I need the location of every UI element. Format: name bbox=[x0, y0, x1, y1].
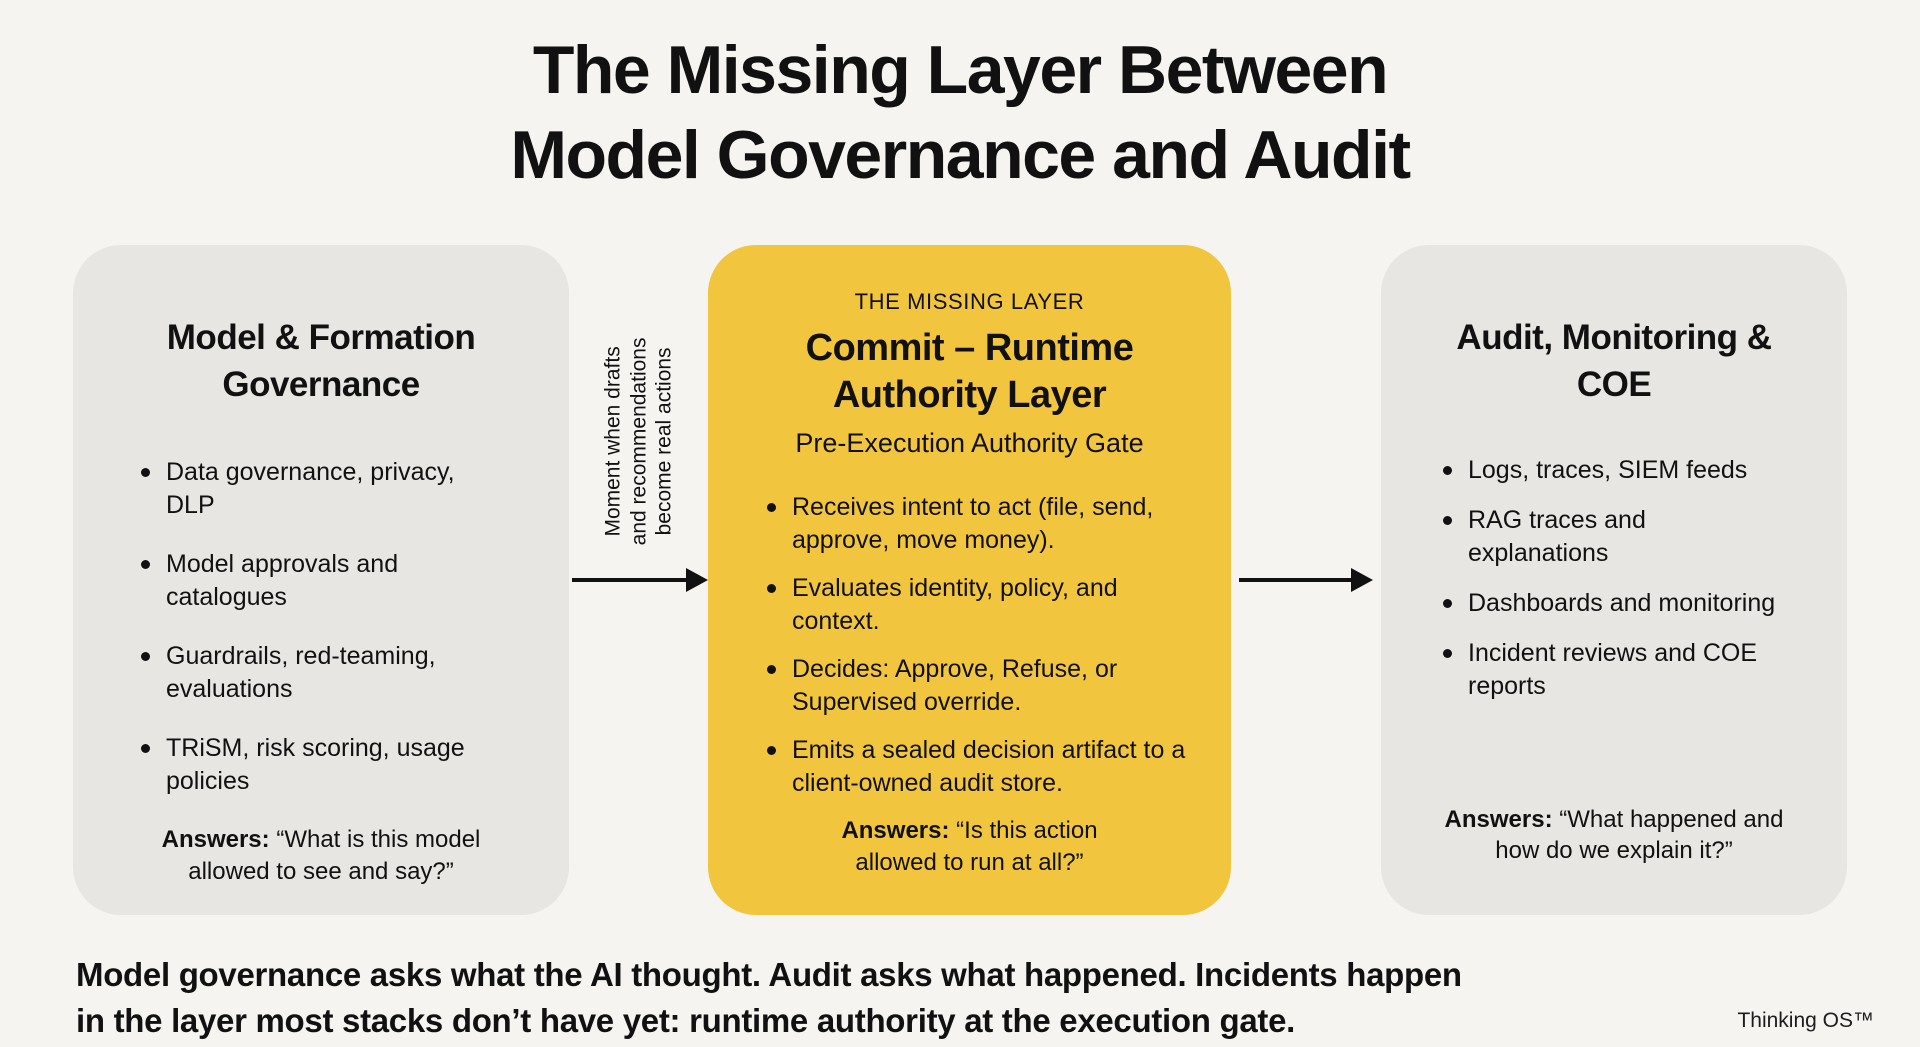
connector-right bbox=[1231, 245, 1381, 915]
missing-layer-eyebrow: THE MISSING LAYER bbox=[854, 289, 1085, 314]
panel-commit-runtime-authority: THE MISSING LAYER Commit – Runtime Autho… bbox=[708, 245, 1231, 915]
bullet-item: Evaluates identity, policy, and context. bbox=[765, 572, 1205, 638]
page-title: The Missing Layer Between Model Governan… bbox=[0, 0, 1920, 198]
panel-commit-runtime-authority-title: Commit – Runtime Authority Layer bbox=[805, 327, 1134, 417]
answers-label: Answers: bbox=[841, 817, 950, 845]
connector-left-label: Moment when drafts and recommendations b… bbox=[601, 337, 676, 546]
panel-model-governance-title: Model & Formation Governance bbox=[166, 318, 476, 404]
answers-text: “What is this model allowed to see and s… bbox=[188, 826, 481, 885]
page-title-line-2: Model Governance and Audit bbox=[510, 117, 1411, 193]
footer-line-1: Model governance asks what the AI though… bbox=[76, 956, 1462, 993]
bullet-item: TRiSM, risk scoring, usage policies bbox=[139, 732, 501, 798]
brand-mark: Thinking OS™ bbox=[1737, 1009, 1874, 1032]
answers-text: “What happened and how do we explain it?… bbox=[1495, 805, 1784, 865]
arrow-shaft bbox=[1239, 578, 1355, 582]
panel-model-governance-answers: Answers: “What is this model allowed to … bbox=[121, 824, 521, 887]
diagram-row: Model & Formation Governance Data govern… bbox=[73, 245, 1847, 915]
answers-label: Answers: bbox=[161, 826, 270, 854]
bullet-item: Logs, traces, SIEM feeds bbox=[1441, 454, 1793, 487]
panel-commit-runtime-authority-answers: Answers: “Is this action allowed to run … bbox=[800, 815, 1140, 878]
bullet-item: Model approvals and catalogues bbox=[139, 548, 501, 614]
arrow-shaft bbox=[572, 578, 690, 582]
panel-audit-monitoring-coe-bullets: Logs, traces, SIEM feeds RAG traces and … bbox=[1381, 454, 1847, 720]
panel-audit-monitoring-coe-title: Audit, Monitoring & COE bbox=[1456, 318, 1772, 404]
footer-statement: Model governance asks what the AI though… bbox=[76, 952, 1462, 1044]
connector-left: Moment when drafts and recommendations b… bbox=[569, 245, 708, 915]
bullet-item: RAG traces and explanations bbox=[1441, 504, 1793, 570]
arrow-head-icon bbox=[686, 568, 708, 592]
bullet-item: Decides: Approve, Refuse, or Supervised … bbox=[765, 653, 1205, 719]
panel-audit-monitoring-coe: Audit, Monitoring & COE Logs, traces, SI… bbox=[1381, 245, 1847, 915]
panel-audit-monitoring-coe-answers: Answers: “What happened and how do we ex… bbox=[1433, 804, 1795, 867]
panel-model-governance-bullets: Data governance, privacy, DLP Model appr… bbox=[73, 456, 569, 824]
bullet-item: Incident reviews and COE reports bbox=[1441, 637, 1793, 703]
bullet-item: Dashboards and monitoring bbox=[1441, 587, 1793, 620]
bullet-item: Receives intent to act (file, send, appr… bbox=[765, 491, 1205, 557]
footer-line-2: in the layer most stacks don’t have yet:… bbox=[76, 1002, 1296, 1039]
answers-text: “Is this action allowed to run at all?” bbox=[855, 817, 1098, 876]
bullet-item: Data governance, privacy, DLP bbox=[139, 456, 501, 522]
arrow-head-icon bbox=[1351, 568, 1373, 592]
panel-commit-runtime-authority-bullets: Receives intent to act (file, send, appr… bbox=[708, 491, 1231, 815]
panel-commit-runtime-authority-subtitle: Pre-Execution Authority Gate bbox=[795, 428, 1144, 459]
panel-model-governance: Model & Formation Governance Data govern… bbox=[73, 245, 569, 915]
page-title-line-1: The Missing Layer Between bbox=[532, 32, 1389, 108]
bullet-item: Emits a sealed decision artifact to a cl… bbox=[765, 734, 1205, 800]
bullet-item: Guardrails, red-teaming, evaluations bbox=[139, 640, 501, 706]
answers-label: Answers: bbox=[1444, 805, 1553, 833]
